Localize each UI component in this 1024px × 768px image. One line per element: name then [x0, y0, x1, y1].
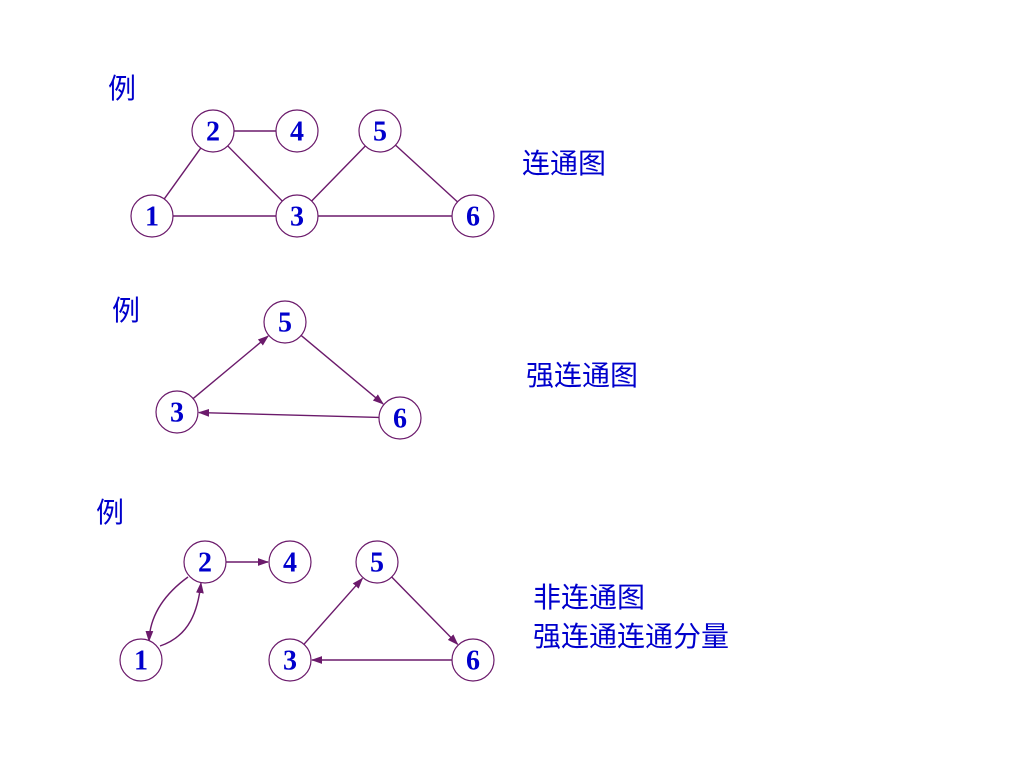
edge-3-5	[311, 145, 366, 202]
node-5: 5	[358, 109, 402, 153]
node-6: 6	[378, 396, 422, 440]
edge-6-3	[197, 408, 380, 419]
node-3-label: 3	[170, 398, 184, 429]
node-4: 4	[268, 540, 312, 584]
node-4-circle	[275, 109, 319, 153]
edge-5-6	[300, 334, 384, 405]
example-3-caption-line-1: 非连通图	[533, 581, 646, 614]
edge-5-6	[391, 576, 459, 646]
node-3: 3	[155, 390, 199, 434]
node-2-label: 2	[206, 117, 220, 148]
edge-1-2	[159, 581, 204, 647]
node-1-circle	[119, 638, 163, 682]
node-3-label: 3	[283, 646, 297, 677]
node-5-label: 5	[373, 117, 387, 148]
node-5: 5	[263, 300, 307, 344]
node-2: 2	[183, 540, 227, 584]
edge-3-5	[192, 335, 269, 400]
node-3-circle	[155, 390, 199, 434]
node-5-circle	[263, 300, 307, 344]
edge-1-2	[163, 147, 202, 200]
node-4-label: 4	[290, 117, 304, 148]
node-1: 1	[130, 194, 174, 238]
node-3: 3	[268, 638, 312, 682]
node-6-circle	[451, 638, 495, 682]
disconnected-graph: 1 2 3 4 5 6	[119, 540, 495, 682]
node-2: 2	[191, 109, 235, 153]
node-2-circle	[183, 540, 227, 584]
node-5-circle	[358, 109, 402, 153]
node-6: 6	[451, 194, 495, 238]
node-6-circle	[378, 396, 422, 440]
node-3-label: 3	[290, 202, 304, 233]
node-6-label: 6	[466, 646, 480, 677]
node-1-label: 1	[134, 646, 148, 677]
node-1-circle	[130, 194, 174, 238]
node-6-label: 6	[393, 404, 407, 435]
example-3-caption-line-2: 强连通连通分量	[533, 620, 730, 653]
example-2-caption: 强连通图	[526, 359, 639, 392]
node-1: 1	[119, 638, 163, 682]
node-6-circle	[451, 194, 495, 238]
node-2-circle	[191, 109, 235, 153]
node-5-label: 5	[370, 548, 384, 579]
node-4: 4	[275, 109, 319, 153]
undirected-connected-graph: 1 2 3 4 5 6	[130, 109, 495, 238]
node-3-circle	[268, 638, 312, 682]
node-5-label: 5	[278, 308, 292, 339]
example-2-prefix: 例	[112, 294, 141, 327]
edge-5-6	[395, 144, 458, 203]
strongly-connected-graph: 3 5 6	[155, 300, 422, 440]
node-6-label: 6	[466, 202, 480, 233]
node-1-label: 1	[145, 202, 159, 233]
example-3-prefix: 例	[96, 496, 125, 529]
node-4-label: 4	[283, 548, 297, 579]
node-3-circle	[275, 194, 319, 238]
node-6: 6	[451, 638, 495, 682]
edge-2-1	[145, 576, 189, 643]
node-5-circle	[355, 540, 399, 584]
edge-3-5	[303, 577, 364, 645]
node-4-circle	[268, 540, 312, 584]
example-1-caption: 连通图	[522, 147, 607, 180]
example-1-prefix: 例	[108, 72, 137, 105]
node-2-label: 2	[198, 548, 212, 579]
node-5: 5	[355, 540, 399, 584]
node-3: 3	[275, 194, 319, 238]
edge-2-3	[227, 145, 283, 202]
